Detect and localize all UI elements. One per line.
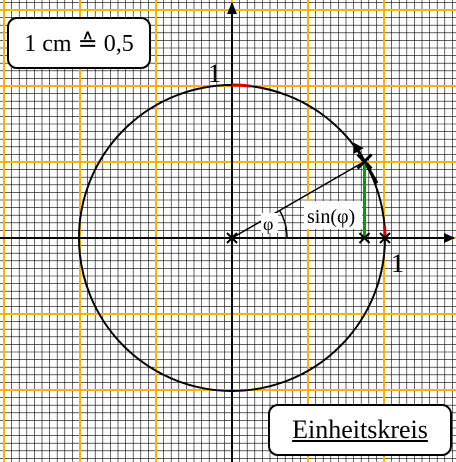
point-cross-marker (356, 153, 373, 170)
phi-label: φ (263, 214, 273, 234)
phi-label-background (261, 213, 278, 233)
tangent-arrow (357, 150, 379, 184)
origin-cross-marker (226, 232, 238, 244)
unit-tick-y-axis (231, 83, 251, 88)
tangent-arrowhead (353, 142, 364, 155)
x-axis-arrowhead (444, 233, 455, 243)
cross-stroke (226, 232, 238, 244)
foot-cross-marker (358, 232, 391, 244)
angle-arc (278, 210, 288, 239)
y-axis-arrowhead (227, 2, 237, 14)
radius-line (231, 160, 365, 239)
unit-label-y-axis: 1 (208, 59, 221, 88)
cross-stroke (356, 153, 373, 170)
unit-label-x-axis: 1 (391, 249, 404, 278)
title-box: Einheitskreis (268, 404, 452, 456)
sin-label-background (304, 201, 362, 229)
diagram-title: Einheitskreis (292, 415, 428, 444)
scale-legend-box: 1 cm ≙ 0,5 (7, 17, 151, 69)
sin-label: sin(φ) (307, 206, 355, 228)
scale-legend-text: 1 cm ≙ 0,5 (24, 30, 134, 57)
cross-stroke (358, 232, 371, 244)
cross-stroke (379, 232, 391, 244)
